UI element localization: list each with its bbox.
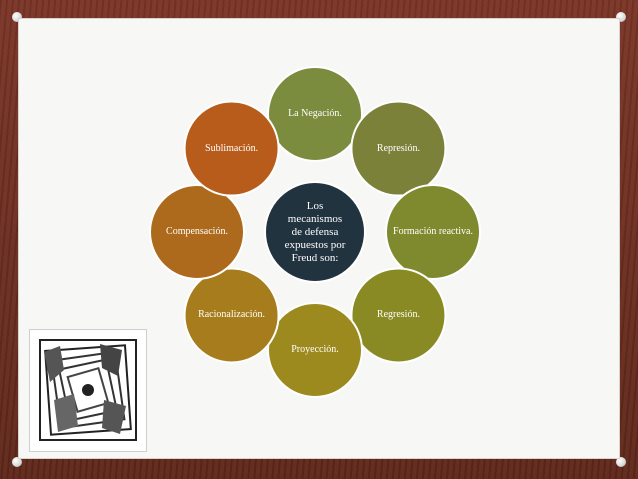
pin-top-right xyxy=(616,12,626,22)
cycle-node xyxy=(149,184,245,280)
cycle-node xyxy=(267,302,363,398)
cycle-node xyxy=(183,267,280,364)
cycle-node xyxy=(385,184,481,280)
center-node xyxy=(264,181,366,283)
node-label: Sublimación. xyxy=(205,142,259,154)
center-label-line: Los xyxy=(306,199,324,212)
node-label: Proyección. xyxy=(291,344,339,355)
center-label-line: Freud son: xyxy=(291,251,339,264)
node-label: Represión. xyxy=(376,142,420,154)
cycle-node xyxy=(350,267,447,364)
node-label: Formación reactiva. xyxy=(393,226,473,237)
node-label: Compensación. xyxy=(166,226,228,237)
cycle-node xyxy=(183,100,280,197)
center-label-line: mecanismos xyxy=(287,212,343,225)
center-label-line: expuestos por xyxy=(284,238,346,251)
pin-bottom-left xyxy=(12,457,22,467)
center-label-line: de defensa xyxy=(291,225,339,238)
node-label: Regresión. xyxy=(376,309,420,321)
node-label: Racionalización. xyxy=(198,309,265,321)
pin-bottom-right xyxy=(616,457,626,467)
cycle-node xyxy=(350,100,447,197)
cycle-node xyxy=(267,66,363,162)
node-label: La Negación. xyxy=(288,108,342,119)
pin-top-left xyxy=(12,12,22,22)
artwork-image xyxy=(29,329,147,452)
